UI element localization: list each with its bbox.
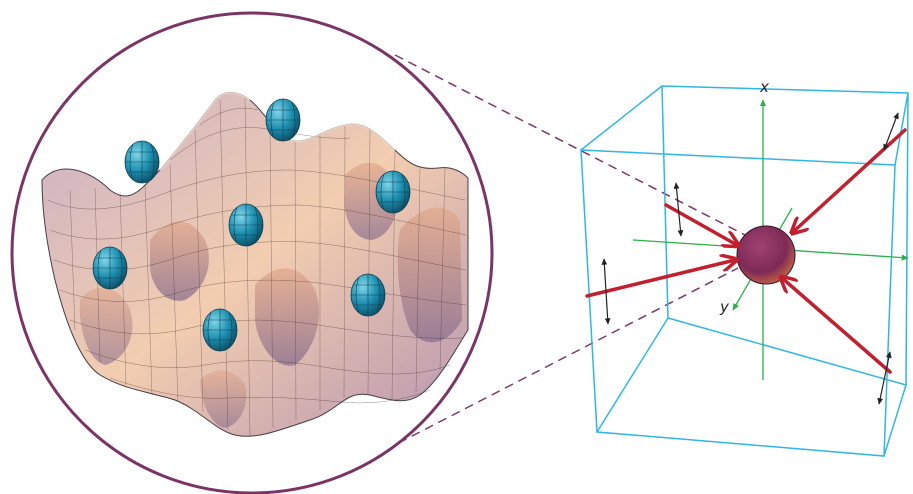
zoom-circle-outline (10, 11, 494, 494)
arrow-icon (664, 203, 737, 245)
sphere-icon (92, 246, 128, 290)
trapped-atoms (92, 98, 411, 352)
trap-cube: x y (580, 78, 909, 457)
sphere-icon (265, 98, 301, 142)
potential-surface (41, 91, 469, 438)
connector-lower (384, 267, 739, 451)
sphere-icon (124, 140, 160, 184)
cube-front-face (580, 149, 896, 457)
central-atom (736, 225, 796, 285)
sphere-icon (228, 203, 264, 247)
x-axis-label: x (759, 78, 769, 96)
arrow-icon (585, 260, 735, 298)
arrow-icon (782, 278, 892, 374)
arrow-icon (793, 128, 907, 232)
double-arrow-icon (601, 258, 611, 325)
sphere-icon (350, 273, 386, 317)
double-arrow-icon (877, 351, 892, 405)
lattice-zoom-circle (10, 11, 494, 494)
y-axis-label: y (719, 298, 730, 316)
sphere-icon (375, 170, 411, 214)
oscillation-arrows (601, 112, 899, 405)
double-arrow-icon (883, 112, 899, 151)
connector-upper (394, 54, 746, 236)
zoom-connectors (384, 54, 746, 451)
double-arrow-icon (673, 182, 684, 237)
sphere-icon (202, 308, 238, 352)
